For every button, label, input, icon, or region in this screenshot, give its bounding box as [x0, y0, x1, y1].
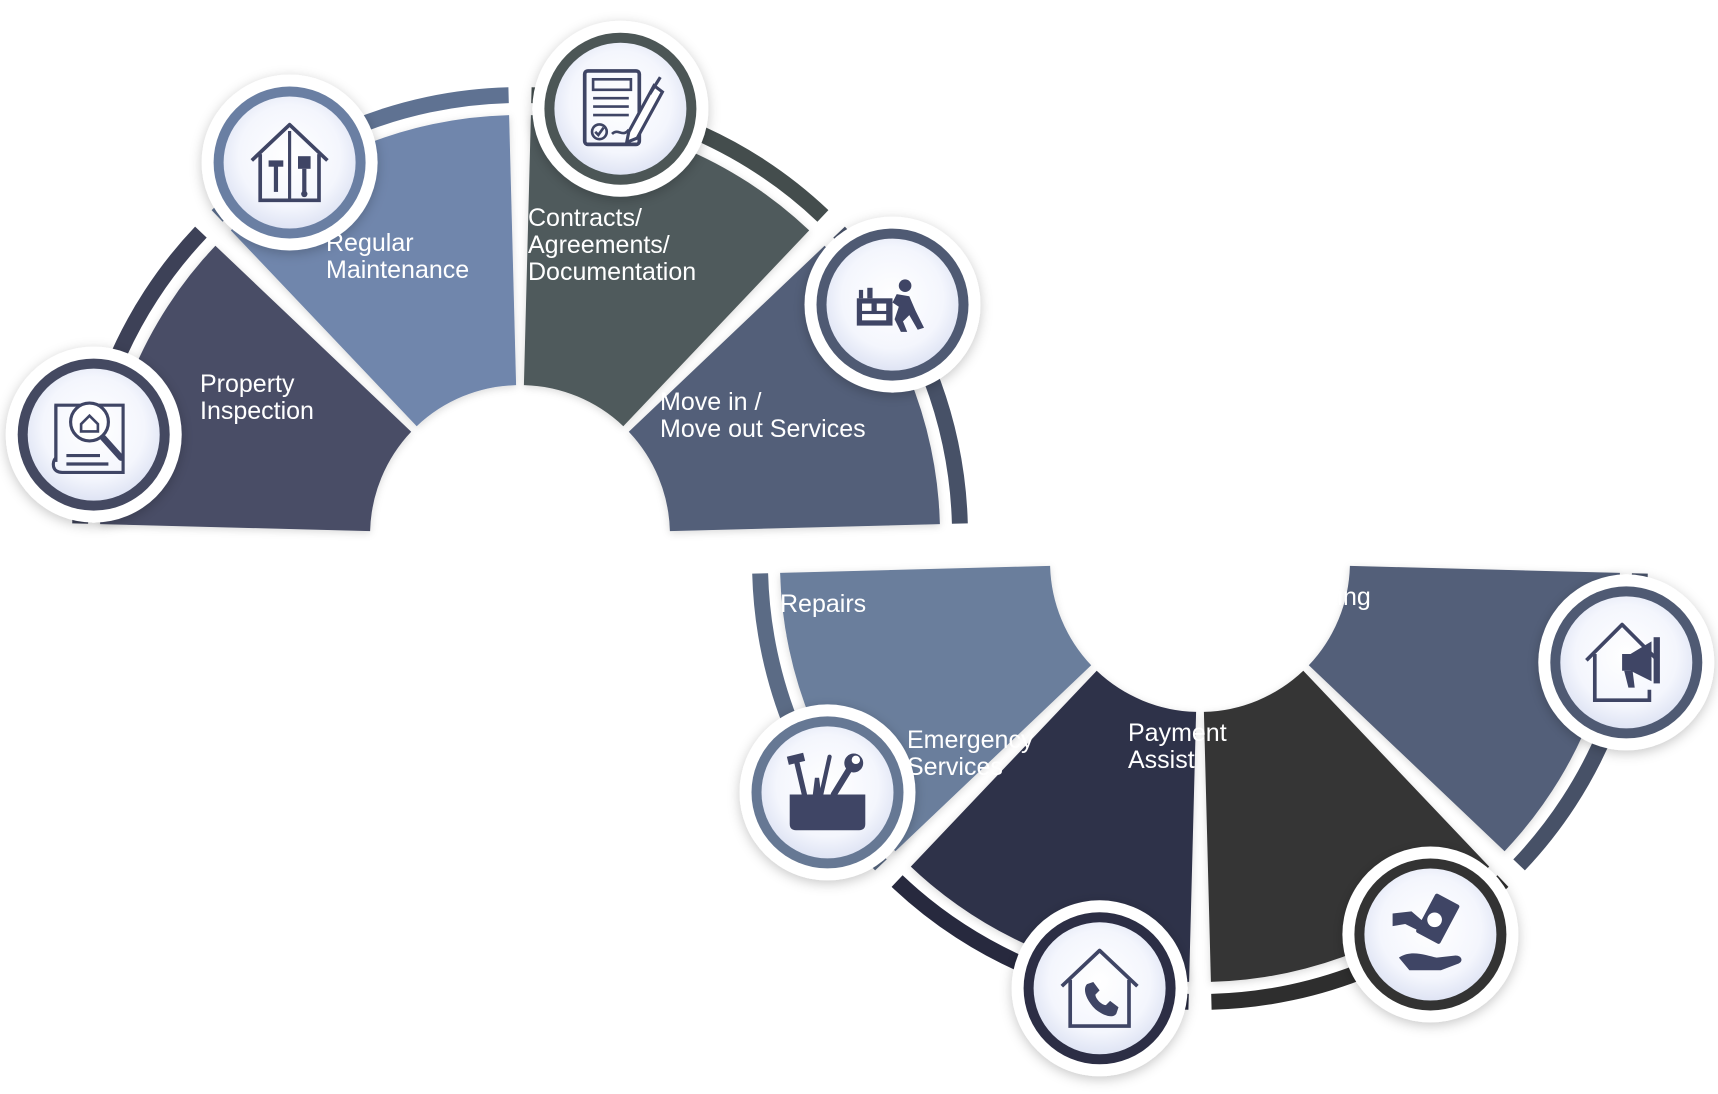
- label-line: Property: [200, 370, 295, 398]
- label-line: Agreements/: [528, 231, 670, 259]
- label-line: Payment: [1128, 719, 1227, 747]
- label-line: Assist: [1128, 746, 1195, 774]
- label-line: Maintenance: [326, 256, 469, 284]
- label-marketing: Marketing: [1261, 583, 1371, 611]
- label-line: Marketing: [1261, 583, 1371, 611]
- label-line: Contracts/: [528, 204, 642, 232]
- label-line: Regular: [326, 229, 414, 257]
- label-line: Emergency: [907, 726, 1034, 754]
- label-line: Move in /: [660, 388, 761, 416]
- label-line: Move out Services: [660, 415, 866, 443]
- label-line: Services: [907, 753, 1003, 781]
- icon-circles-layer: [5, 20, 1715, 1077]
- toolbox-icon: [739, 704, 916, 881]
- label-repairs: Repairs: [780, 590, 866, 618]
- segment-band-move-in-out: [833, 226, 968, 524]
- moving-furniture-icon: [804, 216, 981, 393]
- label-line: Repairs: [780, 590, 866, 618]
- contract-signing-icon: [532, 20, 709, 197]
- house-tools-icon: [201, 74, 378, 251]
- hand-money-icon: [1342, 846, 1519, 1023]
- house-megaphone-icon: [1538, 574, 1715, 751]
- segment-band-regular-maintenance: [211, 87, 509, 222]
- label-contracts: Contracts/Agreements/Documentation: [528, 204, 696, 286]
- label-line: Inspection: [200, 397, 314, 425]
- label-move-in-out: Move in /Move out Services: [660, 388, 866, 443]
- label-line: Documentation: [528, 258, 696, 286]
- segment-band-payment-assist: [1211, 875, 1509, 1010]
- house-blueprint-search-icon: [5, 346, 182, 523]
- house-phone-icon: [1011, 900, 1188, 1077]
- segment-band-repairs: [752, 573, 887, 871]
